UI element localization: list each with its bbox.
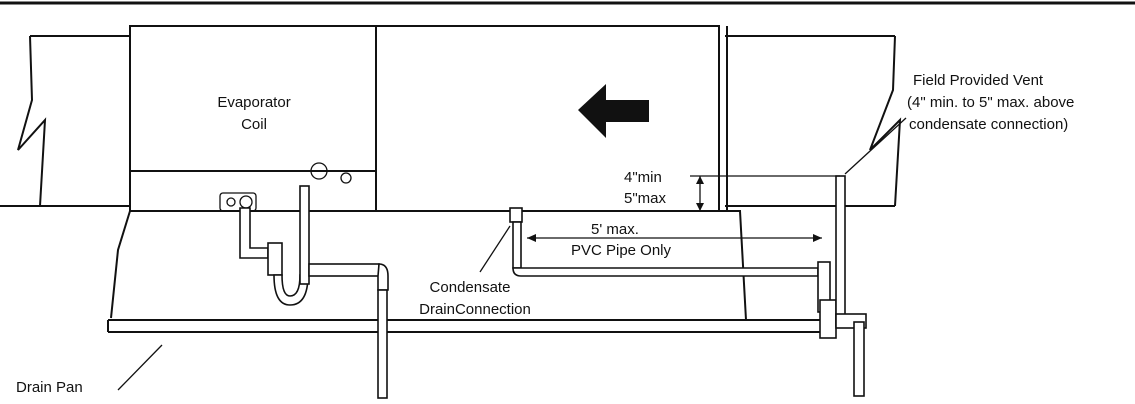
- max-height-label: 5"max: [624, 190, 667, 207]
- vent-leader: [844, 117, 907, 175]
- evaporator-label-2: Coil: [241, 116, 267, 133]
- drain-pan-label: Drain Pan: [16, 379, 83, 396]
- height-dimension: [690, 175, 840, 211]
- drain-pan: [107, 210, 820, 333]
- pipe-length-label-2: PVC Pipe Only: [571, 242, 672, 259]
- condensate-label-1: Condensate: [430, 279, 511, 296]
- right-duct: [725, 35, 902, 207]
- evaporator-label-1: Evaporator: [217, 94, 290, 111]
- vent-label-2: (4" min. to 5" max. above: [907, 94, 1074, 111]
- min-height-label: 4"min: [624, 169, 662, 186]
- blower-cabinet: [375, 25, 728, 212]
- vent-label-3: condensate connection): [909, 116, 1068, 133]
- condensate-leader: [479, 225, 511, 273]
- condensate-label-2: DrainConnection: [419, 301, 531, 318]
- arrow-left-icon: [578, 84, 649, 138]
- vent-drain-piping: [509, 175, 867, 397]
- left-duct: [0, 35, 130, 207]
- primary-trap-piping: [219, 185, 389, 399]
- length-dimension: [527, 234, 822, 242]
- drain-pan-leader: [117, 344, 163, 391]
- vent-label-1: Field Provided Vent: [913, 72, 1044, 89]
- pipe-length-label-1: 5' max.: [591, 221, 639, 238]
